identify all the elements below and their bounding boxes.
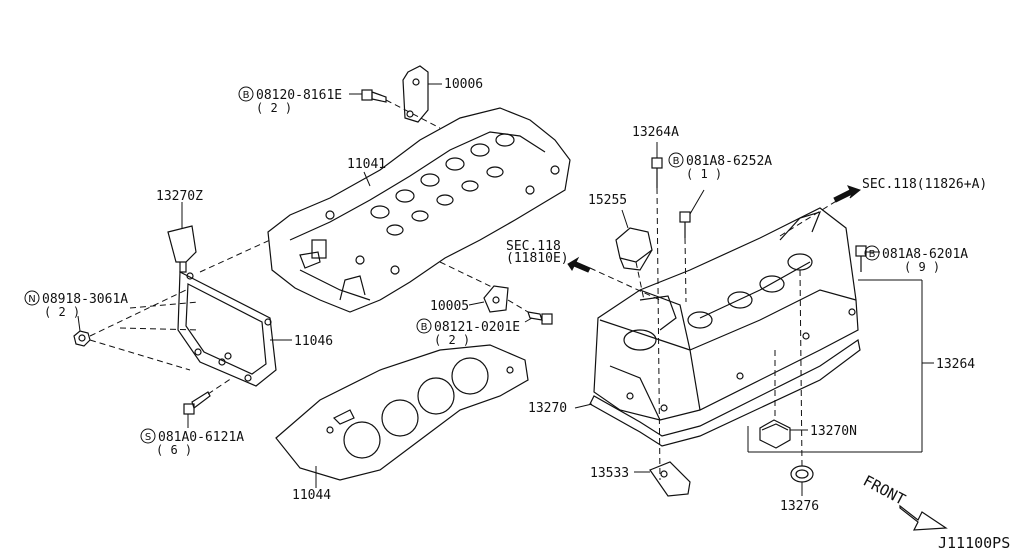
bolt-081A8-6201A-shape <box>855 245 867 272</box>
label-13533: 13533 <box>590 466 629 481</box>
cover-plate-11046-shape <box>177 271 277 387</box>
bracket-10006-shape <box>402 65 429 123</box>
grommet-13270N-shape <box>759 419 791 449</box>
dash-plate-a <box>119 327 201 331</box>
bracket-13533-shape <box>649 461 691 497</box>
dash-081A0 <box>207 377 233 395</box>
label-081A0-qty: ( 6 ) <box>156 443 192 457</box>
label-13264A: 13264A <box>632 125 679 140</box>
sensor-13270Z-shape <box>167 225 197 273</box>
leader-08918 <box>77 315 81 332</box>
circle-marker-b-2-letter: B <box>421 322 428 333</box>
label-13270N: 13270N <box>810 424 857 439</box>
label-081A8-6201A-qty: ( 9 ) <box>904 260 940 274</box>
label-08120-qty: ( 2 ) <box>256 101 292 115</box>
leader-08121 <box>524 317 533 323</box>
label-08120-8161E: 08120-8161E <box>256 88 342 103</box>
circle-marker-b-4 <box>864 245 880 261</box>
seal-13276-shape <box>790 465 814 483</box>
leader-081A8-6252A <box>689 189 705 215</box>
label-15255: 15255 <box>588 193 627 208</box>
leader-15255 <box>621 209 629 229</box>
leader-10005 <box>468 301 485 306</box>
rocker-cover-13264-shape <box>593 207 859 421</box>
label-10005: 10005 <box>430 299 469 314</box>
cylinder-head-11041-shape <box>267 107 571 313</box>
dash-13276 <box>799 269 803 467</box>
dash-15255 <box>635 261 645 301</box>
nut-08918-shape <box>73 330 91 347</box>
circle-marker-s-letter: S <box>145 432 151 443</box>
label-081A8-6252A: 081A8-6252A <box>686 154 772 169</box>
arrow-sec118-lower <box>567 256 591 273</box>
dash-plate-b <box>129 301 199 309</box>
label-sec118-lower-1: SEC.118 <box>506 239 561 254</box>
label-11046: 11046 <box>294 334 333 349</box>
label-sec118-upper: SEC.118(11826+A) <box>862 177 987 192</box>
label-13270: 13270 <box>528 401 567 416</box>
leader-13270 <box>574 403 593 409</box>
head-gasket-11044-shape <box>275 344 529 481</box>
dash-sec118-upper <box>779 199 839 237</box>
circle-marker-n-letter: N <box>28 294 35 305</box>
circle-marker-b-3-letter: B <box>673 156 680 167</box>
label-08918-3061A: 08918-3061A <box>42 292 128 307</box>
label-sec118-lower-2: (11810E) <box>506 251 569 266</box>
dash-13264A <box>656 187 661 481</box>
oil-cap-15255-shape <box>615 227 653 271</box>
dash-sec118-lower <box>589 267 661 301</box>
label-10006: 10006 <box>444 77 483 92</box>
dash-08121 <box>507 299 529 313</box>
bolt-08121-shape <box>527 311 553 325</box>
bolt-08120-shape <box>361 89 387 103</box>
label-081A0-6121A: 081A0-6121A <box>158 430 244 445</box>
dash-081A8-6252A <box>684 237 687 303</box>
label-front: FRONT <box>860 472 908 509</box>
circle-marker-b-1-letter: B <box>243 90 250 101</box>
dash-08918-b <box>89 339 191 371</box>
bolt-081A0-shape <box>183 391 211 415</box>
label-11044: 11044 <box>292 488 331 503</box>
label-081A8-6201A: 081A8-6201A <box>882 247 968 262</box>
label-13270Z: 13270Z <box>156 189 203 204</box>
label-08918-qty: ( 2 ) <box>44 305 80 319</box>
label-13264: 13264 <box>936 357 975 372</box>
circle-marker-b-1 <box>238 86 254 102</box>
bracket-10005-shape <box>483 285 509 313</box>
circle-marker-b-3 <box>668 152 684 168</box>
arrow-sec118-upper <box>833 185 862 203</box>
label-08121-0201E: 08121-0201E <box>434 320 520 335</box>
label-081A8-6252A-qty: ( 1 ) <box>686 167 722 181</box>
bolt-081A8-6252A-shape <box>679 211 691 238</box>
dash-10005 <box>439 261 495 289</box>
circle-marker-b-4-letter: B <box>869 249 876 260</box>
circle-marker-n <box>24 290 40 306</box>
bolt-13264A-shape <box>651 157 663 188</box>
dash-plate-c <box>199 239 271 273</box>
dash-08120 <box>385 99 441 129</box>
circle-marker-b-2 <box>416 318 432 334</box>
circle-marker-s <box>140 428 156 444</box>
label-11041: 11041 <box>347 157 386 172</box>
label-08121-qty: ( 2 ) <box>434 333 470 347</box>
dash-08918-a <box>89 289 187 337</box>
front-arrow <box>899 504 948 531</box>
leader-11041 <box>363 171 371 187</box>
gasket-13270-shape <box>589 338 861 447</box>
label-diagram-id: J11100PS <box>938 534 1010 552</box>
label-13276: 13276 <box>780 499 819 514</box>
